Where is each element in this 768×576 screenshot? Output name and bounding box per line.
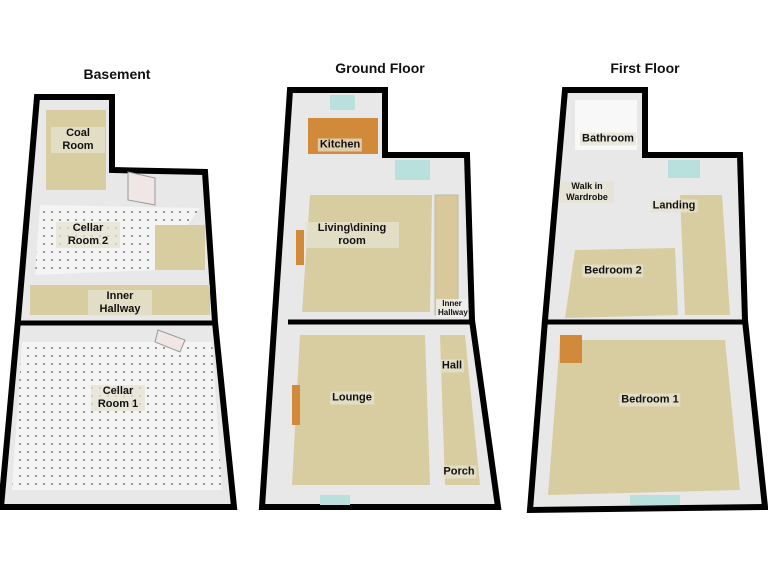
- room-label-cellar-room-1: Cellar Room 1: [91, 385, 145, 411]
- first-floor-plan: [526, 87, 768, 514]
- bedroom-1-floor: [548, 340, 740, 495]
- room-label-lounge: Lounge: [330, 391, 374, 405]
- room-label-bathroom: Bathroom: [580, 132, 636, 146]
- room-label-coal-room: Coal Room: [51, 127, 105, 153]
- landing-floor: [680, 195, 730, 315]
- lounge-floor: [292, 335, 430, 485]
- living-dining-floor: [302, 195, 432, 312]
- floor-title-basement: Basement: [83, 66, 151, 82]
- room-label-porch: Porch: [441, 465, 477, 479]
- bedroom-2-floor: [565, 248, 678, 318]
- room-label-inner-hallway-ground: Inner Hallway: [436, 299, 468, 317]
- hall-floor: [440, 335, 480, 485]
- room-label-living-dining: Living\dining room: [305, 222, 399, 248]
- floor-title-ground-floor: Ground Floor: [335, 60, 425, 76]
- room-label-bedroom-2: Bedroom 2: [582, 264, 644, 278]
- room-label-kitchen: Kitchen: [317, 138, 363, 152]
- floor-title-first-floor: First Floor: [610, 60, 680, 76]
- room-label-bedroom-1: Bedroom 1: [619, 393, 681, 407]
- room-label-inner-hallway: Inner Hallway: [88, 290, 152, 316]
- cellar-room-1-floor: [12, 342, 222, 490]
- room-label-landing: Landing: [650, 199, 698, 213]
- room-label-hall: Hall: [439, 359, 465, 373]
- stairs: [434, 194, 459, 316]
- room-label-walk-in-wardrobe: Walk in Wardrobe: [560, 181, 614, 203]
- room-label-cellar-room-2: Cellar Room 2: [56, 222, 120, 248]
